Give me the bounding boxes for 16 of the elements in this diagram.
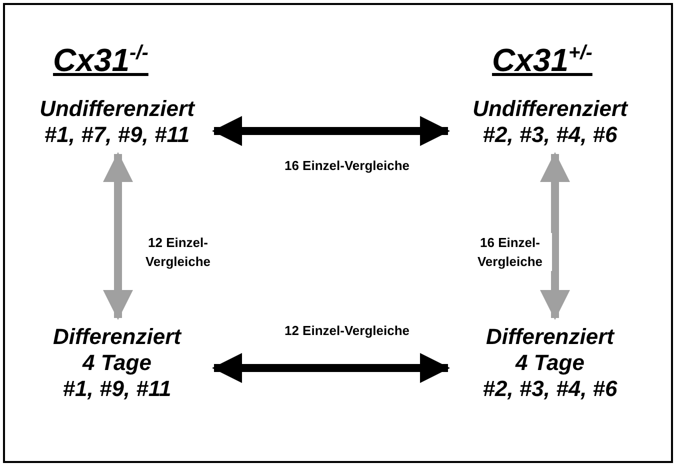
group-heading: Cx31$^{-/-}$: [53, 42, 148, 79]
node-text: Undifferenziert: [472, 96, 628, 122]
node-text: Differenziert: [53, 324, 181, 350]
double-arrow: [103, 152, 133, 320]
node-text: 4 Tage: [82, 350, 152, 376]
group-heading: Cx31$^{+/-}$: [492, 42, 592, 79]
double-arrow: [212, 116, 450, 146]
node-text: #1, #7, #9, #11: [44, 122, 190, 148]
node-text: #2, #3, #4, #6: [482, 376, 618, 402]
node-text: 4 Tage: [516, 350, 584, 376]
double-arrow: [540, 152, 570, 320]
double-arrow: [212, 353, 450, 383]
node-text: #2, #3, #4, #6: [482, 122, 618, 148]
node-text: Undifferenziert: [40, 96, 194, 122]
node-text: Differenziert: [486, 324, 614, 350]
node-text: #1, #9, #11: [62, 376, 172, 402]
